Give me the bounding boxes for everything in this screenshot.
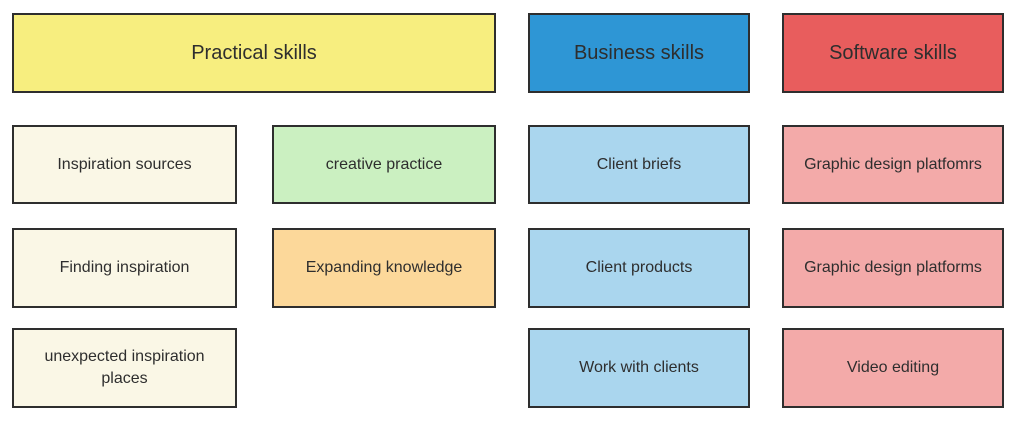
node-expanding-knowledge[interactable]: Expanding knowledge xyxy=(272,228,496,308)
header-software-skills[interactable]: Software skills xyxy=(782,13,1004,93)
node-video-editing[interactable]: Video editing xyxy=(782,328,1004,408)
node-client-products[interactable]: Client products xyxy=(528,228,750,308)
node-graphic-design-platforms[interactable]: Graphic design platforms xyxy=(782,228,1004,308)
header-business-skills[interactable]: Business skills xyxy=(528,13,750,93)
header-practical-skills[interactable]: Practical skills xyxy=(12,13,496,93)
node-finding-inspiration[interactable]: Finding inspiration xyxy=(12,228,237,308)
node-work-with-clients[interactable]: Work with clients xyxy=(528,328,750,408)
node-graphic-design-platfomrs[interactable]: Graphic design platfomrs xyxy=(782,125,1004,204)
node-client-briefs[interactable]: Client briefs xyxy=(528,125,750,204)
node-unexpected-inspiration-places[interactable]: unexpected inspiration places xyxy=(12,328,237,408)
node-inspiration-sources[interactable]: Inspiration sources xyxy=(12,125,237,204)
node-creative-practice[interactable]: creative practice xyxy=(272,125,496,204)
